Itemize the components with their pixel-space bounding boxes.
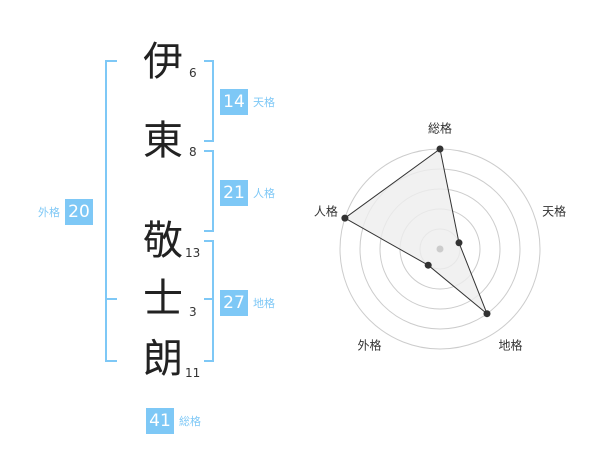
- name-character-4: 士: [143, 276, 183, 322]
- name-character-1: 伊: [143, 39, 183, 85]
- soukaku-badge: 41 総格: [146, 408, 201, 434]
- jinkaku-bracket: [204, 150, 214, 232]
- radar-point-3: [483, 310, 491, 318]
- gaikaku-value: 20: [65, 199, 93, 225]
- radar-axis-label-2: 天格: [542, 203, 566, 218]
- soukaku-label: 総格: [179, 415, 201, 428]
- tenkaku-bracket: [204, 60, 214, 142]
- tenkaku-value: 14: [220, 89, 248, 115]
- stroke-count-5: 11: [185, 366, 201, 380]
- name-character-3: 敬: [143, 218, 183, 264]
- radar-series-polygon: [343, 148, 488, 315]
- radar-axis-label-4: 外格: [357, 338, 381, 353]
- radar-point-5: [341, 214, 349, 222]
- gaikaku-bracket-tick: [105, 298, 117, 300]
- name-character-5: 朗: [143, 336, 183, 382]
- chikaku-badge: 27 地格: [220, 290, 275, 316]
- stroke-count-4: 3: [189, 305, 197, 319]
- tenkaku-badge: 14 天格: [220, 89, 275, 115]
- radar-point-4: [424, 261, 432, 269]
- gaikaku-bracket: [105, 60, 117, 362]
- stroke-count-1: 6: [189, 66, 197, 80]
- radar-axis-label-3: 地格: [498, 338, 522, 353]
- gaikaku-badge: 外格 20: [38, 199, 93, 225]
- radar-point-1: [436, 145, 444, 153]
- jinkaku-badge: 21 人格: [220, 180, 275, 206]
- stroke-count-2: 8: [189, 145, 197, 159]
- tenkaku-label: 天格: [253, 96, 275, 109]
- radar-point-2: [455, 239, 463, 247]
- jinkaku-label: 人格: [253, 187, 275, 200]
- chikaku-label: 地格: [253, 297, 275, 310]
- gaikaku-label: 外格: [38, 206, 60, 219]
- soukaku-value: 41: [146, 408, 174, 434]
- chikaku-bracket: [204, 240, 214, 362]
- jinkaku-value: 21: [220, 180, 248, 206]
- radar-axis-label-5: 人格: [314, 203, 338, 218]
- name-character-2: 東: [143, 118, 183, 164]
- chikaku-bracket-tick: [204, 298, 214, 300]
- chikaku-value: 27: [220, 290, 248, 316]
- radar-center-dot: [436, 245, 444, 253]
- radar-axis-label-1: 総格: [428, 121, 452, 136]
- stroke-count-3: 13: [185, 246, 201, 260]
